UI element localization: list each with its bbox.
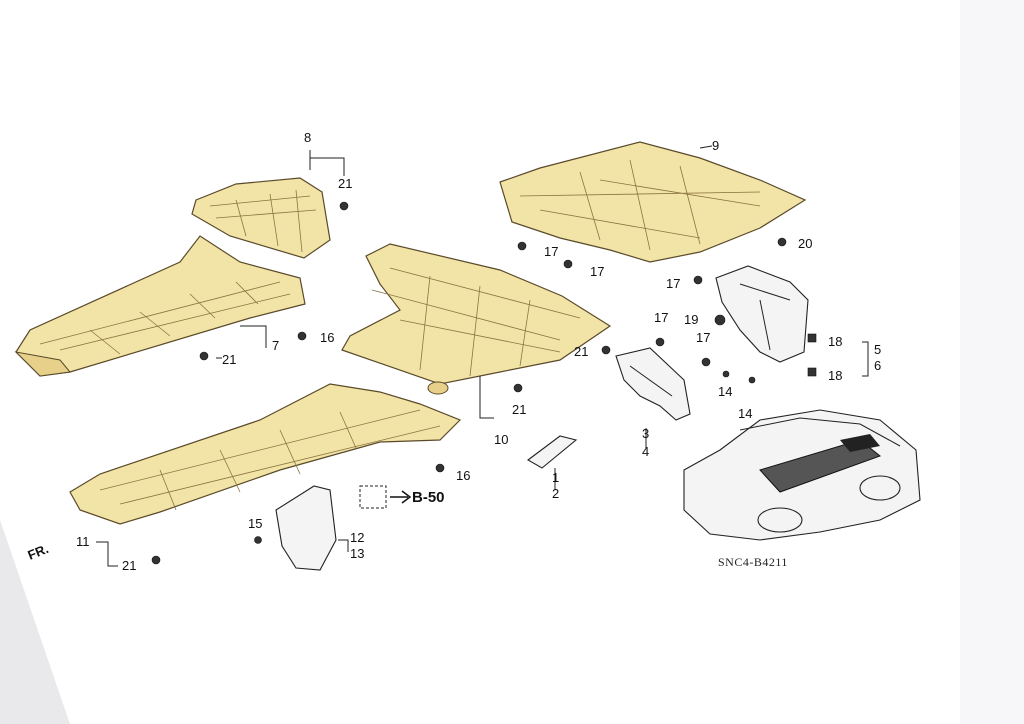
reference-arrow [390, 490, 412, 504]
callout-7: 7 [272, 338, 279, 353]
callout-14: 14 [718, 384, 732, 399]
callout-20: 20 [798, 236, 812, 251]
callout-14: 14 [738, 406, 752, 421]
front-marker: FR. [26, 541, 51, 563]
undercover-panel-7 [14, 235, 306, 377]
callout-10: 10 [494, 432, 508, 447]
callout-16: 16 [320, 330, 334, 345]
undercover-panel-8 [191, 177, 331, 259]
fastener-markers [151, 201, 817, 565]
callout-15: 15 [248, 516, 262, 531]
callout-17: 17 [654, 310, 668, 325]
callout-2: 2 [552, 486, 559, 501]
callout-17: 17 [544, 244, 558, 259]
callout-21: 21 [338, 176, 352, 191]
reference-label: B-50 [412, 489, 445, 506]
scan-edge [960, 0, 1024, 724]
trim-strip-1-2 [527, 435, 578, 469]
callout-17: 17 [590, 264, 604, 279]
callout-4: 4 [642, 444, 649, 459]
reference-box [359, 485, 387, 509]
callout-18: 18 [828, 334, 842, 349]
callout-21: 21 [222, 352, 236, 367]
undercover-panel-9 [499, 141, 807, 263]
callout-5: 5 [874, 342, 881, 357]
callout-21: 21 [122, 558, 136, 573]
callout-19: 19 [684, 312, 698, 327]
diagram-code: SNC4-B4211 [718, 555, 788, 569]
callout-9: 9 [712, 138, 719, 153]
callout-1: 1 [552, 470, 559, 485]
undercover-panel-10 [341, 243, 612, 395]
callout-17: 17 [696, 330, 710, 345]
callout-16: 16 [456, 468, 470, 483]
callout-21: 21 [512, 402, 526, 417]
fender-liner-5-6 [715, 265, 809, 363]
mudguard-12-13 [275, 485, 337, 571]
callout-17: 17 [666, 276, 680, 291]
callout-21: 21 [574, 344, 588, 359]
callout-6: 6 [874, 358, 881, 373]
undercover-panel-11 [69, 383, 462, 525]
callout-8: 8 [304, 130, 311, 145]
callout-18: 18 [828, 368, 842, 383]
callout-12: 12 [350, 530, 364, 545]
scan-shadow [0, 520, 70, 724]
vehicle-location-illustration [683, 409, 921, 541]
callout-13: 13 [350, 546, 364, 561]
callout-11: 11 [76, 534, 90, 549]
leader-lines [96, 145, 869, 567]
callout-3: 3 [642, 426, 649, 441]
mudguard-3-4 [615, 347, 691, 421]
